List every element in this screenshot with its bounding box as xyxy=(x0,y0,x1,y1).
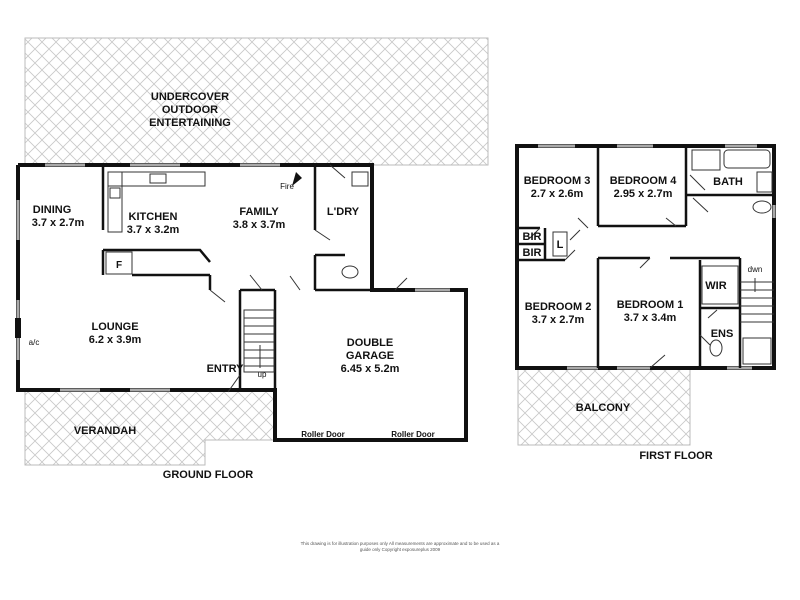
ground-floor-plan: UNDERCOVER OUTDOOR ENTERTAINING DINING 3… xyxy=(15,37,489,481)
first-floor-title: FIRST FLOOR xyxy=(639,450,712,462)
roller-door-1-label: Roller Door xyxy=(301,430,345,439)
bathtub-icon xyxy=(723,149,771,169)
garage-label-line1: DOUBLE xyxy=(347,337,393,349)
laundry-tub-icon xyxy=(351,171,369,187)
bath-label: BATH xyxy=(713,176,743,188)
garage-size: 6.45 x 5.2m xyxy=(341,363,400,375)
first-stairs xyxy=(740,278,774,323)
disclaimer-line1: This drawing is for illustration purpose… xyxy=(301,541,500,546)
lounge-size: 6.2 x 3.9m xyxy=(89,334,142,346)
bedroom1-label: BEDROOM 1 xyxy=(617,299,684,311)
lounge-label: LOUNGE xyxy=(91,321,138,333)
bedroom1-size: 3.7 x 3.4m xyxy=(624,312,677,324)
bedroom4-size: 2.95 x 2.7m xyxy=(614,188,673,200)
ground-outer-wall xyxy=(16,163,468,442)
ac-label: a/c xyxy=(29,338,40,347)
bir1-label: BIR xyxy=(523,231,542,243)
balcony-label: BALCONY xyxy=(576,402,631,414)
walk-in-robe xyxy=(701,265,739,305)
first-floor-plan: BEDROOM 3 2.7 x 2.6m BEDROOM 4 2.95 x 2.… xyxy=(515,144,776,462)
ground-floor-title: GROUND FLOOR xyxy=(163,469,253,481)
ensuite-toilet-icon xyxy=(709,339,723,357)
shower-icon xyxy=(691,149,721,171)
outdoor-entertaining-area xyxy=(24,37,489,166)
verandah-label: VERANDAH xyxy=(74,425,136,437)
verandah-area xyxy=(24,389,276,466)
fridge-space xyxy=(105,251,133,275)
kitchen-label: KITCHEN xyxy=(129,211,178,223)
linen-label: L xyxy=(557,239,564,251)
disclaimer-line2: guide only Copyright exposureplus 2009 xyxy=(360,547,441,552)
ground-stairs xyxy=(243,309,275,373)
fireplace-icon xyxy=(292,172,302,186)
wir-label: WIR xyxy=(705,280,726,292)
bedroom3-size: 2.7 x 2.6m xyxy=(531,188,584,200)
sink-icon xyxy=(149,173,167,184)
bedroom3-label: BEDROOM 3 xyxy=(524,175,591,187)
entry-label: ENTRY xyxy=(207,363,245,375)
bir2-label: BIR xyxy=(523,247,542,259)
vanity-icon xyxy=(756,171,773,193)
outdoor-label-line3: ENTERTAINING xyxy=(149,117,231,129)
stairs-down-label: dwn xyxy=(748,265,763,274)
roller-door-2-label: Roller Door xyxy=(391,430,435,439)
ensuite-shower-icon xyxy=(742,337,772,365)
kitchen-size: 3.7 x 3.2m xyxy=(127,224,180,236)
ens-label: ENS xyxy=(711,328,734,340)
family-size: 3.8 x 3.7m xyxy=(233,219,286,231)
fridge-label: F xyxy=(116,260,122,271)
stairs-up-label: up xyxy=(258,370,267,379)
fire-label: Fire xyxy=(280,182,294,191)
bedroom2-size: 3.7 x 2.7m xyxy=(532,314,585,326)
kitchen-bench xyxy=(107,171,123,233)
linen-cupboard xyxy=(552,231,568,257)
outdoor-label-line1: UNDERCOVER xyxy=(151,91,229,103)
toilet-icon xyxy=(752,200,772,214)
bedroom4-label: BEDROOM 4 xyxy=(610,175,678,187)
dining-size: 3.7 x 2.7m xyxy=(32,217,85,229)
laundry-label: L'DRY xyxy=(327,206,360,218)
outdoor-label-line2: OUTDOOR xyxy=(162,104,218,116)
dining-label: DINING xyxy=(33,204,72,216)
bedroom2-label: BEDROOM 2 xyxy=(525,301,592,313)
toilet-icon xyxy=(341,265,359,279)
garage-label-line2: GARAGE xyxy=(346,350,394,362)
cooktop-icon xyxy=(109,187,121,199)
family-label: FAMILY xyxy=(239,206,279,218)
air-conditioner-icon xyxy=(15,318,21,338)
